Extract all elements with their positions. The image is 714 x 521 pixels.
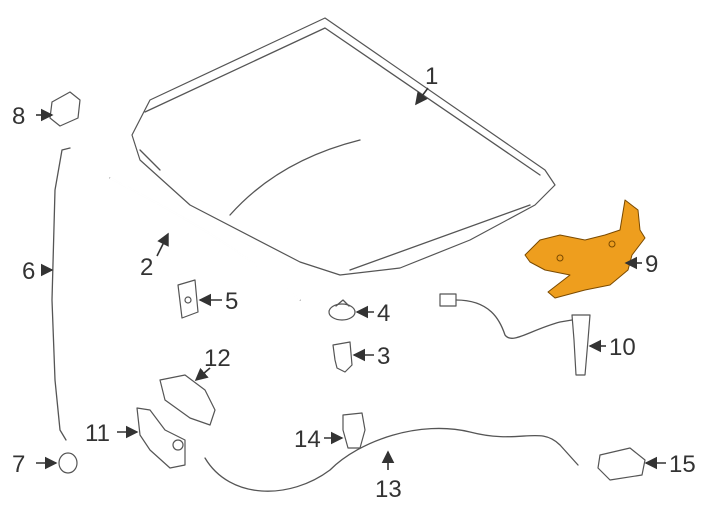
callout-10: 10 xyxy=(588,334,636,361)
callout-14: 14 xyxy=(294,426,344,453)
part-7-grommet[interactable] xyxy=(58,452,78,474)
part-5-bracket[interactable] xyxy=(177,279,199,319)
part-15-release-handle[interactable] xyxy=(597,447,646,481)
callout-4: 4 xyxy=(355,300,390,327)
callout-label: 7 xyxy=(12,451,25,478)
part-14-clip[interactable] xyxy=(342,412,366,449)
callout-label: 15 xyxy=(669,451,696,478)
callout-label: 3 xyxy=(377,343,390,370)
callout-5: 5 xyxy=(198,288,238,315)
callout-label: 2 xyxy=(140,254,153,281)
part-4-bumper[interactable] xyxy=(328,299,356,321)
callout-label: 14 xyxy=(294,426,321,453)
part-1-hood[interactable] xyxy=(131,17,556,276)
callout-label: 8 xyxy=(12,103,25,130)
callout-label: 10 xyxy=(609,334,636,361)
callout-9: 9 xyxy=(624,251,658,278)
callout-label: 1 xyxy=(425,63,438,90)
part-8-rod-holder[interactable] xyxy=(49,91,81,127)
part-11-latch[interactable] xyxy=(136,407,186,469)
part-12-latch-bracket[interactable] xyxy=(159,374,216,426)
part-10-actuator[interactable] xyxy=(439,293,591,376)
callout-label: 12 xyxy=(204,345,231,372)
callout-label: 6 xyxy=(22,258,35,285)
callout-label: 4 xyxy=(377,300,390,327)
callout-12: 12 xyxy=(194,345,231,382)
part-9-hinge[interactable] xyxy=(524,199,646,299)
callout-7: 7 xyxy=(12,451,58,478)
callout-11: 11 xyxy=(85,420,139,447)
callout-2: 2 xyxy=(140,232,169,281)
callout-label: 13 xyxy=(375,476,402,503)
callout-label: 9 xyxy=(645,251,658,278)
callout-13: 13 xyxy=(375,450,402,503)
part-6-prop-rod[interactable] xyxy=(51,147,71,441)
part-13-release-cable[interactable] xyxy=(204,427,579,492)
callout-1: 1 xyxy=(415,63,438,106)
part-3-clip[interactable] xyxy=(332,341,353,373)
callout-8: 8 xyxy=(12,103,54,130)
callout-6: 6 xyxy=(22,258,54,285)
callout-3: 3 xyxy=(352,343,390,370)
part-2-weatherstrip[interactable] xyxy=(109,177,301,301)
callout-15: 15 xyxy=(644,451,696,478)
callout-label: 5 xyxy=(225,288,238,315)
callout-label: 11 xyxy=(85,420,110,447)
